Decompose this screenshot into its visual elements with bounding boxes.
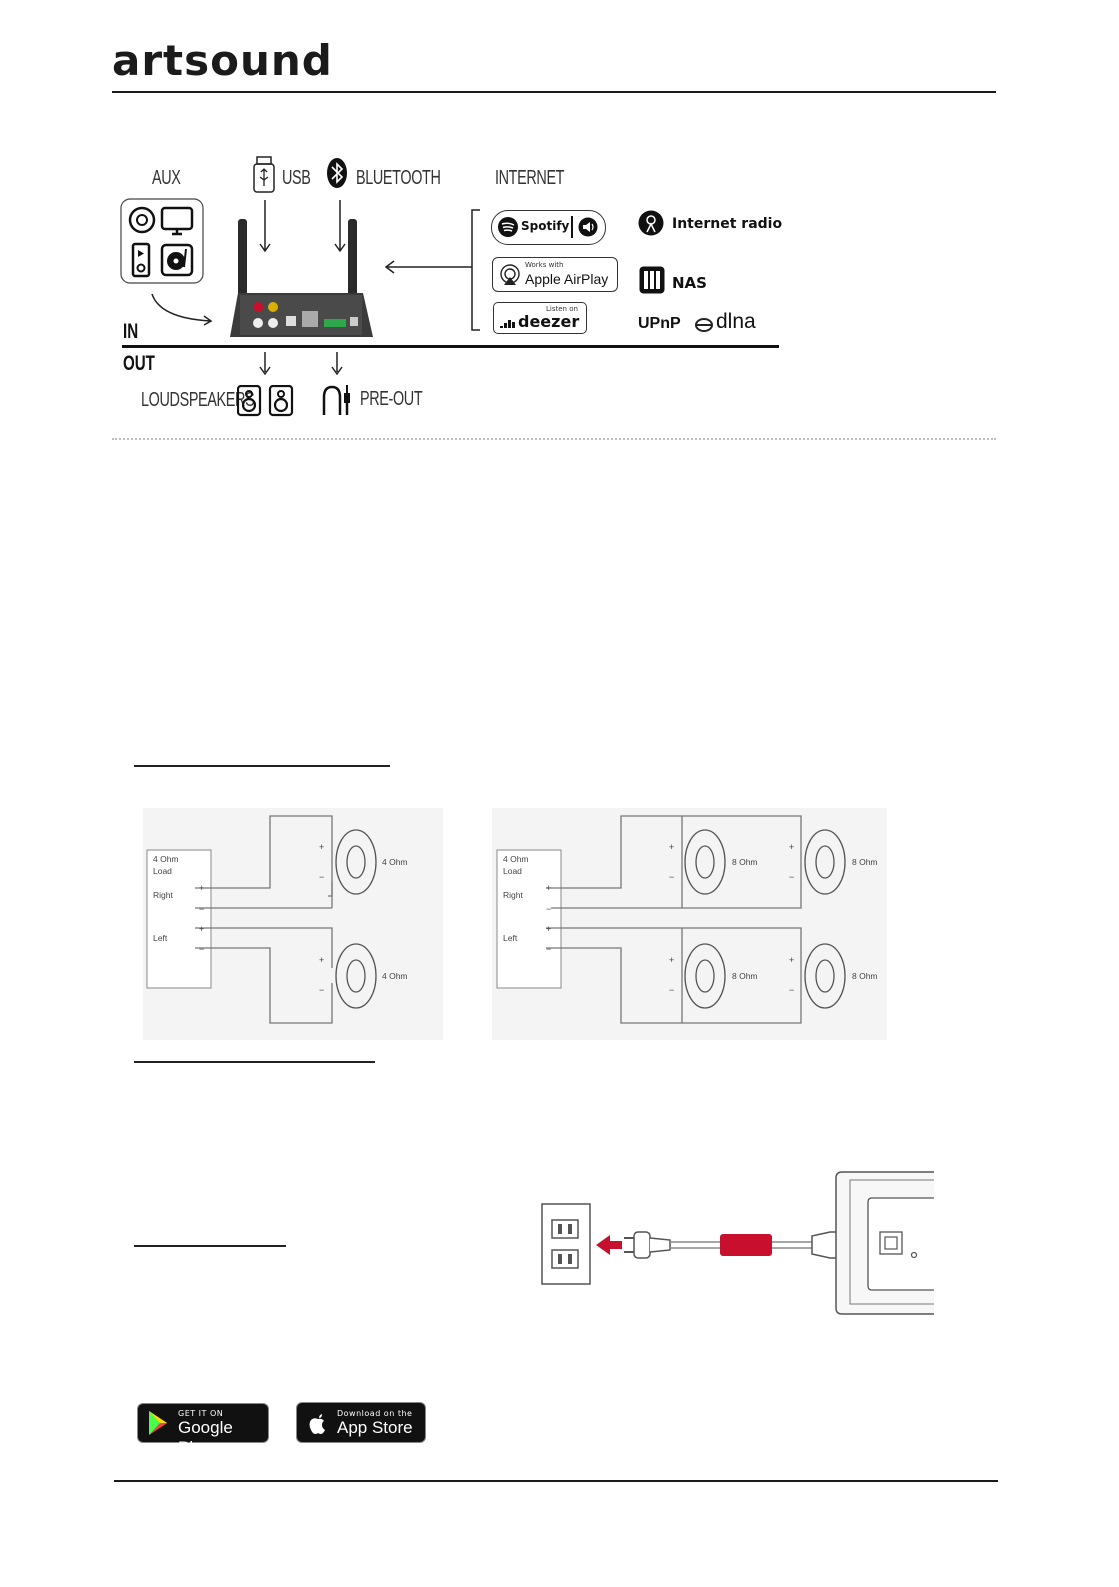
right-load-label: 4 Ohm xyxy=(503,854,529,864)
left-load2-label: Load xyxy=(153,866,172,876)
google-play-badge[interactable]: GET IT ON Google Play xyxy=(137,1403,269,1457)
svg-text:+: + xyxy=(199,924,204,934)
left-right-channel-label: Right xyxy=(153,890,173,900)
deezer-label: deezer xyxy=(518,312,580,331)
right-speaker-2-label: 8 Ohm xyxy=(852,857,878,867)
bluetooth-icon xyxy=(327,158,347,188)
svg-text:−: − xyxy=(669,985,674,995)
right-speaker-3-label: 8 Ohm xyxy=(732,971,758,981)
airplay-label: Apple AirPlay xyxy=(525,271,609,287)
deezer-badge: Listen on deezer xyxy=(493,302,587,334)
aux-arrow xyxy=(151,293,213,326)
svg-text:+: + xyxy=(319,955,324,965)
spotify-badge: Spotify xyxy=(491,210,606,245)
svg-text:+: + xyxy=(669,842,674,852)
nas-icon xyxy=(639,266,665,294)
amplifier-device xyxy=(230,219,373,337)
left-speaker-bottom-label: 4 Ohm xyxy=(382,971,408,981)
usb-icon xyxy=(253,156,275,193)
airplay-icon xyxy=(500,264,520,285)
left-load-label: 4 Ohm xyxy=(153,854,179,864)
svg-text:+: + xyxy=(789,842,794,852)
section-underline-3 xyxy=(134,1245,286,1247)
right-left-channel-label: Left xyxy=(503,933,518,943)
svg-text:−: − xyxy=(319,985,324,995)
preout-arrow xyxy=(331,352,343,376)
app-store-small-text: Download on the xyxy=(337,1409,413,1418)
app-store-text: App Store xyxy=(337,1418,413,1437)
right-load2-label: Load xyxy=(503,866,522,876)
airplay-small-label: Works with xyxy=(525,261,564,269)
dlna-logo: dlna xyxy=(716,310,756,333)
left-left-channel-label: Left xyxy=(153,933,168,943)
svg-text:−: − xyxy=(199,904,204,914)
in-out-divider xyxy=(122,345,779,348)
wiring-diagram-4ohm: +− +− +− +− 4 Ohm Load Right Left 4 Ohm … xyxy=(143,808,443,1040)
section-underline-2 xyxy=(134,1061,375,1063)
apple-icon xyxy=(309,1414,325,1434)
preout-label: PRE-OUT xyxy=(360,388,423,410)
google-play-small-text: GET IT ON xyxy=(178,1409,224,1418)
section-underline-1 xyxy=(134,765,390,767)
airplay-badge: Works with Apple AirPlay xyxy=(492,257,618,292)
wiring-diagram-8ohm: +− +− +− +− +− +− 4 Ohm Load Right Left … xyxy=(492,808,887,1040)
in-label: IN xyxy=(123,320,139,343)
bluetooth-label: BLUETOOTH xyxy=(356,167,441,189)
google-play-text: Google Play xyxy=(178,1418,233,1457)
header-divider xyxy=(112,91,996,93)
svg-text:−: − xyxy=(789,985,794,995)
svg-text:+: + xyxy=(199,883,204,893)
power-connection-illustration xyxy=(541,1171,934,1315)
spotify-icon xyxy=(498,217,518,237)
connectivity-diagram: AUX USB BLUETOOTH INTERNET xyxy=(110,145,790,435)
preout-cable-icon xyxy=(322,385,350,415)
svg-text:+: + xyxy=(319,842,324,852)
footer-divider xyxy=(114,1480,998,1482)
internet-radio-icon xyxy=(638,210,664,236)
internet-radio-label: Internet radio xyxy=(672,216,783,232)
usb-arrow xyxy=(259,200,271,253)
nas-label: NAS xyxy=(672,274,707,292)
speaker-icon xyxy=(578,217,598,237)
aux-sources-icon xyxy=(120,198,204,284)
loudspeakers-icon xyxy=(237,385,294,417)
deezer-icon xyxy=(500,320,515,328)
svg-text:−: − xyxy=(546,904,551,914)
deezer-small-label: Listen on xyxy=(546,305,578,313)
internet-label: INTERNET xyxy=(495,167,565,189)
upnp-logo: UPnP xyxy=(638,315,681,332)
svg-text:+: + xyxy=(789,955,794,965)
app-store-badge[interactable]: Download on the App Store xyxy=(296,1402,426,1443)
left-speaker-top-label: 4 Ohm xyxy=(382,857,408,867)
right-right-channel-label: Right xyxy=(503,890,523,900)
svg-text:−: − xyxy=(789,872,794,882)
usb-label: USB xyxy=(282,167,311,189)
svg-text:−: − xyxy=(319,872,324,882)
svg-text:−: − xyxy=(199,944,204,954)
spotify-label: Spotify xyxy=(521,219,570,233)
right-speaker-1-label: 8 Ohm xyxy=(732,857,758,867)
svg-text:−: − xyxy=(669,872,674,882)
section-separator xyxy=(112,438,996,440)
bluetooth-arrow xyxy=(334,200,346,253)
svg-text:+: + xyxy=(546,924,551,934)
loudspeakers-arrow xyxy=(259,352,271,376)
svg-text:+: + xyxy=(669,955,674,965)
right-speaker-4-label: 8 Ohm xyxy=(852,971,878,981)
brand-logo: artsound xyxy=(112,36,333,85)
google-play-icon xyxy=(149,1411,167,1435)
loudspeakers-label: LOUDSPEAKERS xyxy=(141,389,255,411)
svg-text:+: + xyxy=(546,883,551,893)
svg-text:−: − xyxy=(546,944,551,954)
internet-bracket xyxy=(384,209,480,331)
out-label: OUT xyxy=(123,352,155,375)
dlna-icon xyxy=(695,318,713,332)
aux-label: AUX xyxy=(152,167,181,189)
